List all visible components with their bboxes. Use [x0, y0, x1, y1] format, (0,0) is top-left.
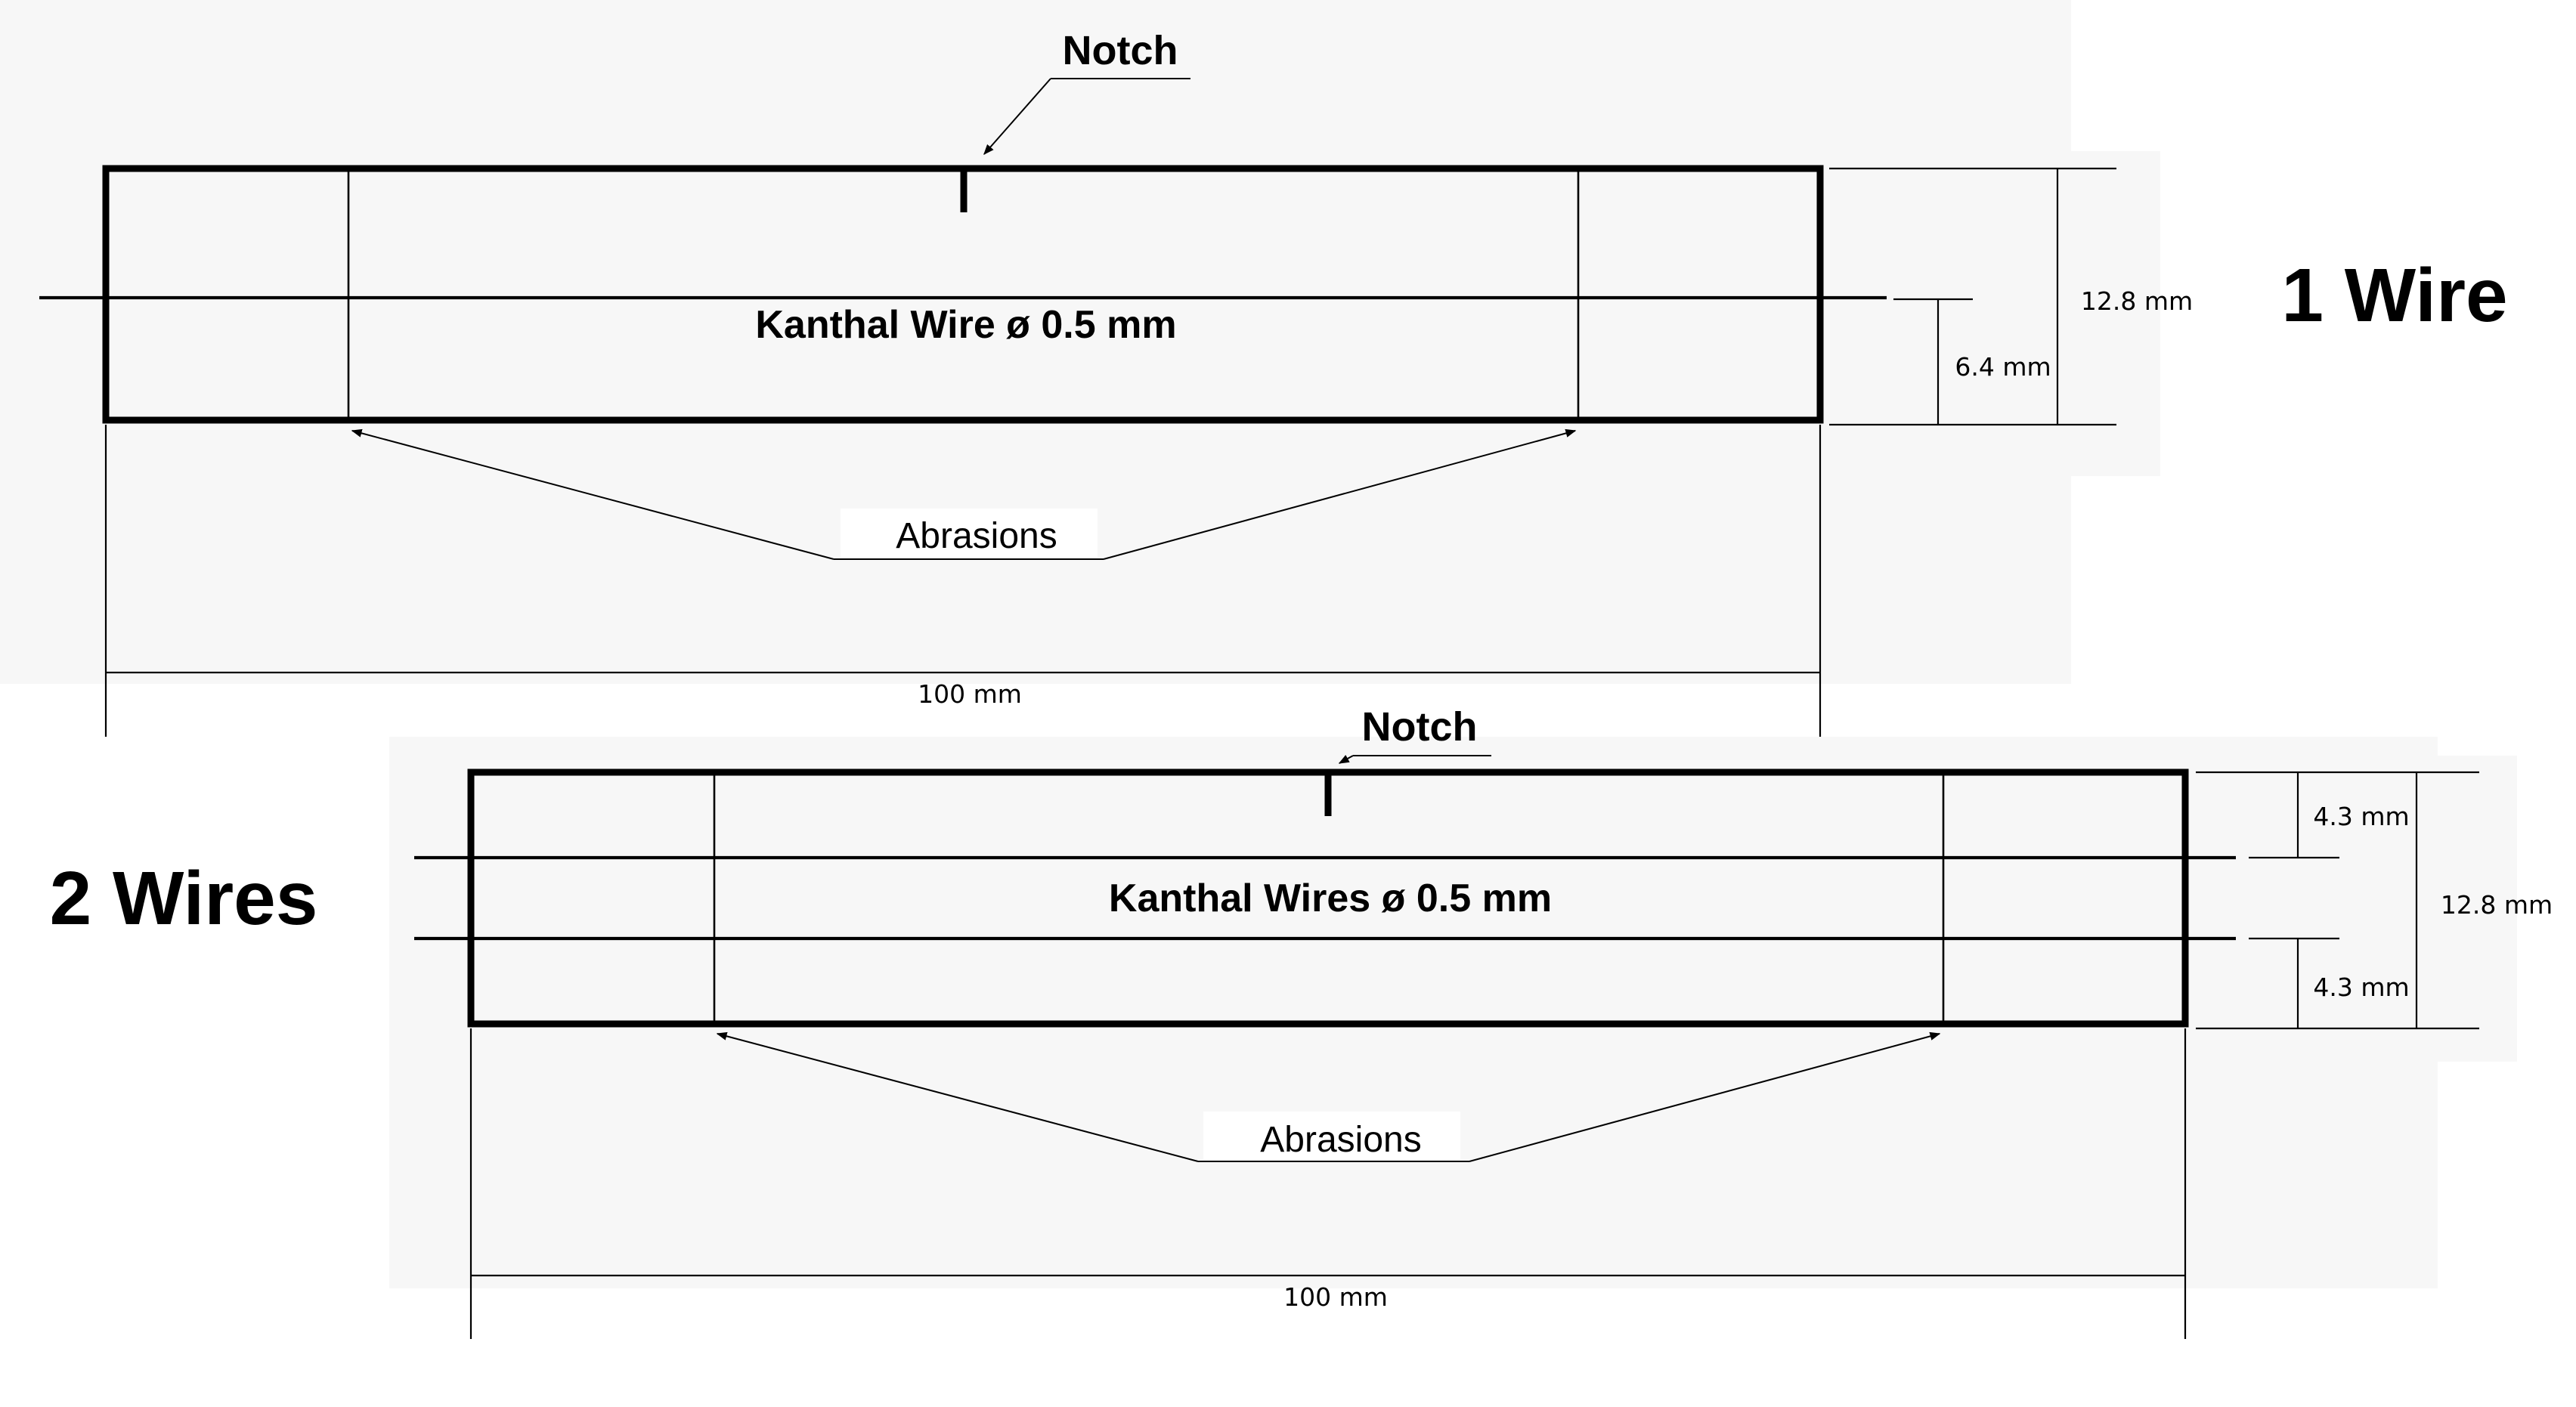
two-wires-top-offset-dimension: 4.3 mm — [2249, 772, 2410, 859]
background-panel-top — [0, 0, 2071, 684]
two-wires-bottom-offset-label: 4.3 mm — [2313, 973, 2409, 1002]
two-wires-height-label: 12.8 mm — [2441, 890, 2553, 920]
one-wire-length-dimension: 100 mm — [104, 425, 1822, 737]
two-wires-specimen — [414, 768, 2236, 1028]
two-wires-length-label: 100 mm — [1283, 1282, 1388, 1312]
one-wire-height-label: 12.8 mm — [2081, 286, 2193, 316]
one-wire-abrasions-arrow-right — [1103, 428, 1577, 560]
one-wire-abrasions-label: Abrasions — [896, 516, 1057, 556]
one-wire-offset-label: 6.4 mm — [1955, 352, 2051, 382]
one-wire-length-label: 100 mm — [918, 679, 1022, 709]
one-wire-notch-arrow — [983, 78, 1051, 156]
background-panel-bottom — [389, 737, 2438, 1288]
two-wires-specimen-outline — [467, 768, 2189, 1028]
background-panel-bottom-dims — [2192, 756, 2517, 1062]
two-wires-notch-label: Notch — [1362, 704, 1478, 750]
two-wires-notch-arrow — [1338, 754, 1354, 764]
background-panel-top-dims — [1918, 151, 2160, 476]
two-wires-length-dimension: 100 mm — [469, 1028, 2187, 1339]
two-wires-height-dimension: 12.8 mm — [2196, 771, 2553, 1030]
two-wires-notch-callout: Notch — [1338, 704, 1491, 764]
two-wires-top-offset-label: 4.3 mm — [2313, 802, 2409, 831]
two-wires-abrasions-label: Abrasions — [1260, 1120, 1421, 1160]
two-wires-wire-label: Kanthal Wires ø 0.5 mm — [1109, 877, 1552, 920]
two-wires-abrasions-callout: Abrasions — [716, 1031, 1941, 1162]
one-wire-height-dimension: 12.8 mm — [1829, 167, 2193, 426]
one-wire-specimen-outline — [102, 165, 1824, 424]
two-wires-bottom-offset-dimension: 4.3 mm — [2249, 937, 2410, 1028]
one-wire-wire-label: Kanthal Wire ø 0.5 mm — [755, 303, 1176, 347]
two-wires-abrasions-arrow-right — [1469, 1031, 1941, 1162]
one-wire-notch-label: Notch — [1063, 28, 1178, 73]
one-wire-specimen — [39, 165, 1887, 424]
one-wire-abrasions-arrow-left — [351, 428, 834, 560]
one-wire-title: 1 Wire — [2281, 253, 2507, 338]
one-wire-offset-dimension: 6.4 mm — [1893, 298, 2051, 425]
one-wire-notch-callout: Notch — [983, 28, 1190, 156]
one-wire-abrasions-callout: Abrasions — [351, 428, 1577, 560]
two-wires-abrasions-arrow-left — [716, 1031, 1199, 1162]
two-wires-title: 2 Wires — [50, 856, 318, 941]
